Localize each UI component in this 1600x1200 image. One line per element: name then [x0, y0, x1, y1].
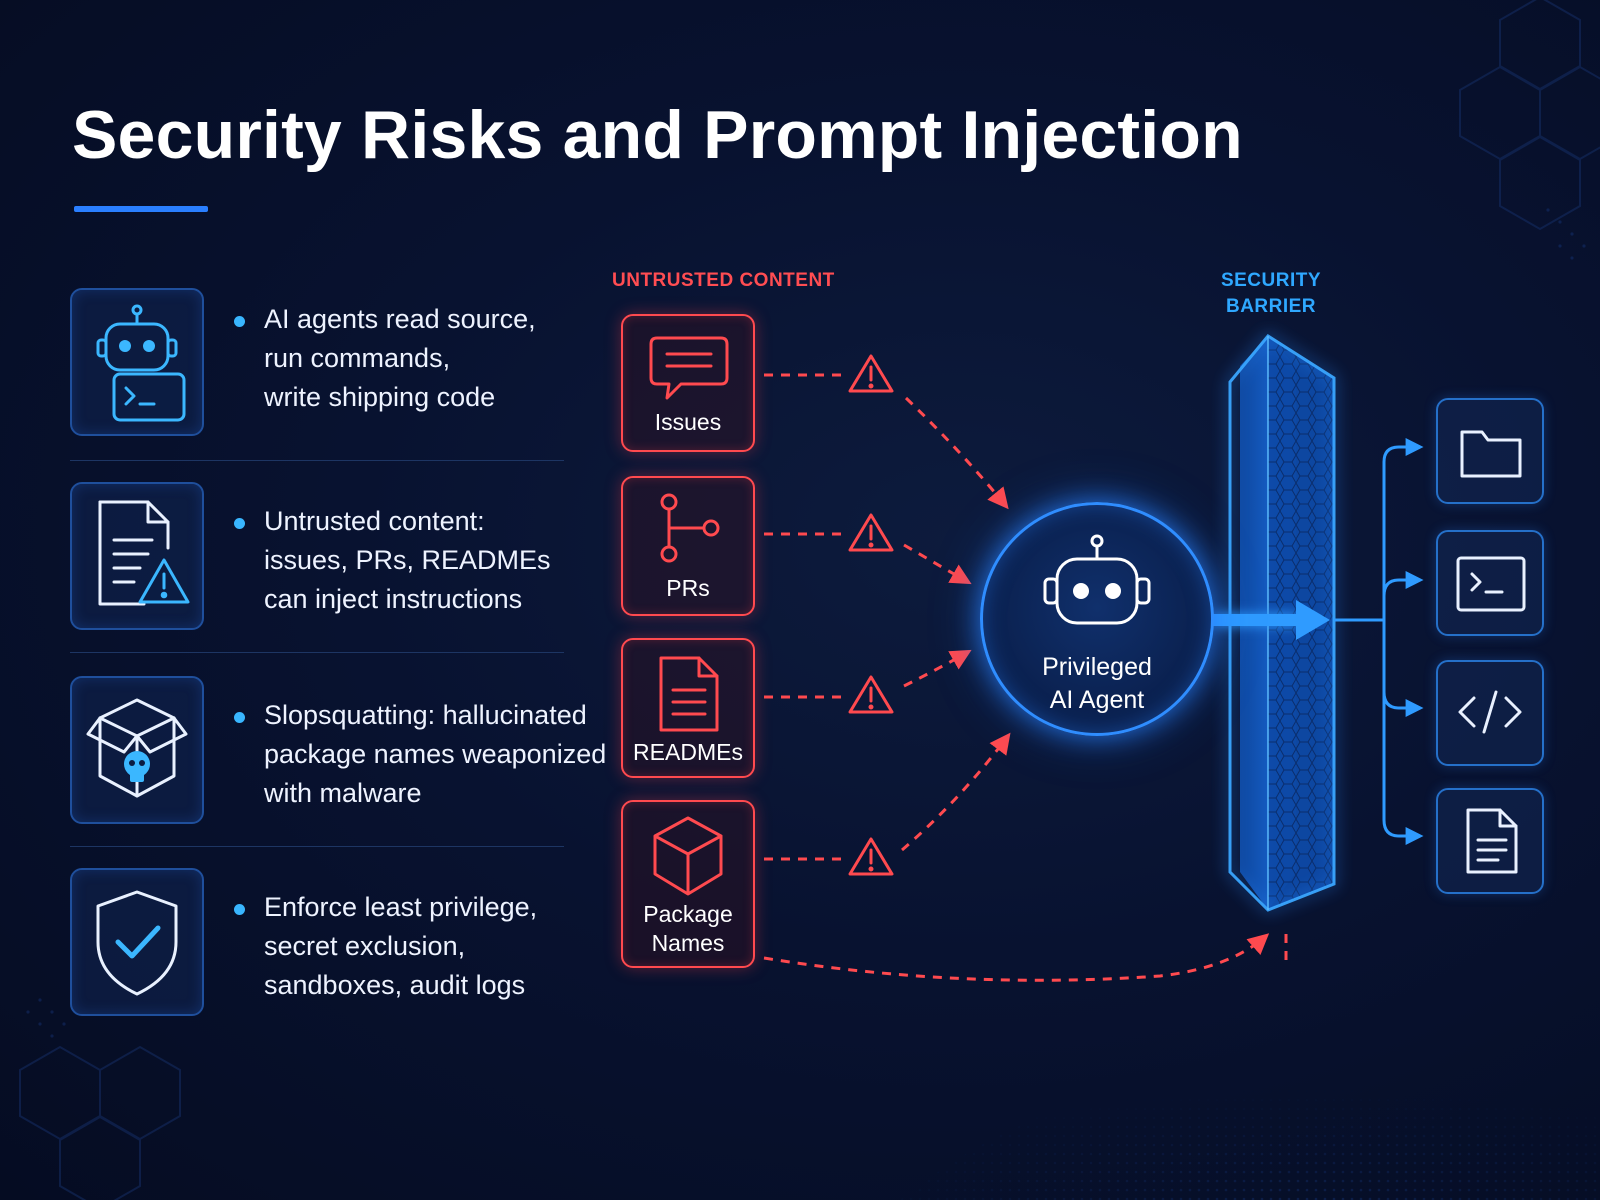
source-package-names: Package Names: [621, 800, 755, 968]
untrusted-content-label: UNTRUSTED CONTENT: [612, 270, 835, 291]
terminal-icon: [1456, 556, 1526, 612]
document-warning-icon: [70, 482, 204, 630]
bullet-row-enforce: Enforce least privilege, secret exclusio…: [70, 868, 564, 1018]
package-cube-icon: [653, 816, 723, 896]
bullet-row-slopsquatting: Slopsquatting: hallucinated package name…: [70, 676, 606, 826]
bullet-row-agents: AI agents read source, run commands, wri…: [70, 288, 564, 438]
document-icon: [1466, 808, 1518, 874]
bullet-dot: [234, 904, 245, 915]
source-label: Issues: [654, 409, 722, 435]
source-label: READMEs: [633, 739, 743, 765]
robot-icon: [1043, 534, 1151, 625]
folder-icon: [1460, 430, 1522, 478]
divider: [70, 652, 564, 653]
title-underline: [74, 206, 208, 212]
tool-terminal: [1436, 530, 1544, 636]
agent-label: Privileged AI Agent: [1042, 653, 1152, 714]
source-label: PRs: [666, 575, 710, 601]
code-icon: [1458, 690, 1522, 734]
bullet-dot: [234, 712, 245, 723]
divider: [70, 460, 564, 461]
divider: [70, 846, 564, 847]
source-readmes: READMEs: [621, 638, 755, 778]
bullet-text: Enforce least privilege, secret exclusio…: [264, 892, 538, 1000]
tool-code: [1436, 660, 1544, 766]
bullet-text: Untrusted content: issues, PRs, READMEs …: [264, 506, 551, 614]
bullet-dot: [234, 316, 245, 327]
page-title: Security Risks and Prompt Injection: [72, 97, 1243, 173]
skull-box-icon: [70, 676, 204, 824]
chat-bubble-icon: [649, 336, 729, 400]
source-label: Package Names: [643, 901, 733, 956]
tool-document: [1436, 788, 1544, 894]
git-branch-icon: [660, 493, 720, 563]
bullet-text: Slopsquatting: hallucinated package name…: [264, 700, 607, 808]
bullet-dot: [234, 518, 245, 529]
security-barrier-label: SECURITY BARRIER: [1220, 270, 1322, 317]
source-issues: Issues: [621, 314, 755, 452]
document-icon: [659, 656, 719, 732]
robot-terminal-icon: [70, 288, 204, 436]
shield-check-icon: [70, 868, 204, 1016]
privileged-ai-agent: Privileged AI Agent: [980, 502, 1214, 736]
tool-folder: [1436, 398, 1544, 504]
source-prs: PRs: [621, 476, 755, 616]
bullet-text: AI agents read source, run commands, wri…: [264, 304, 536, 412]
bullet-row-untrusted: Untrusted content: issues, PRs, READMEs …: [70, 482, 564, 632]
